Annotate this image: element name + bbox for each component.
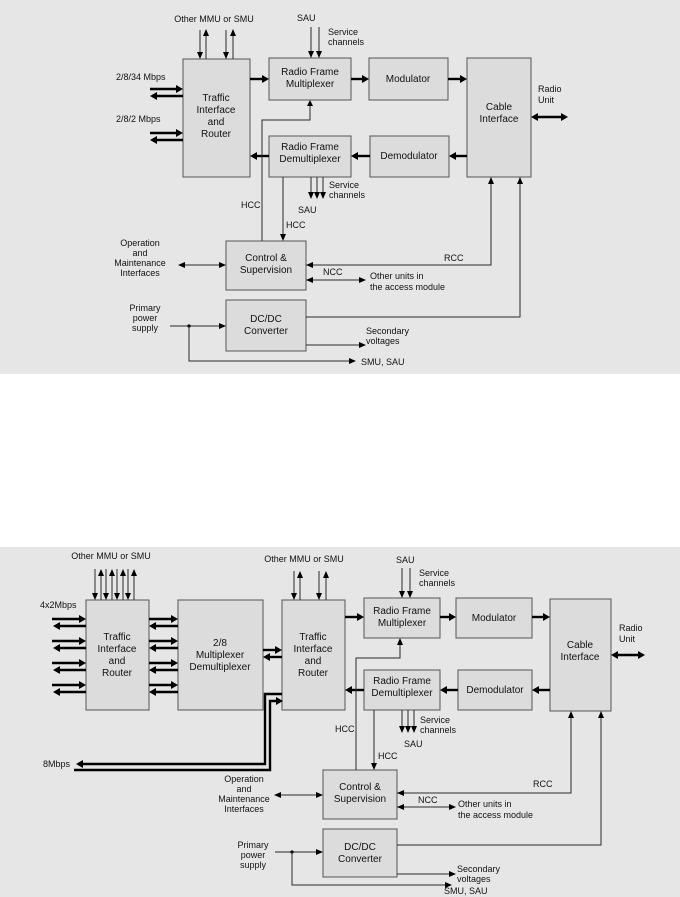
d1-rate-arrows (150, 85, 183, 144)
d1-rcc-label: RCC (444, 253, 464, 263)
d1-rcc-line (306, 177, 494, 268)
d2-other-mmu-left-label: Other MMU or SMU (71, 551, 151, 561)
d1-sau-bottom-label: SAU (298, 205, 317, 215)
d2-rf-demultiplexer-block (363, 669, 441, 711)
d2-hcc-right-label: HCC (378, 751, 398, 761)
d2-rate-arrows (52, 615, 86, 696)
d1-demodulator-block (369, 135, 450, 178)
d2-rate-4x2-label: 4x2Mbps (40, 600, 77, 610)
d1-sau-top-label: SAU (297, 13, 316, 23)
d1-other-mmu-label: Other MMU or SMU (174, 14, 254, 24)
d2-rcc-line (397, 711, 574, 796)
d1-smu-sau-label: SMU, SAU (361, 357, 405, 367)
d2-control-supervision-label: Control &Supervision (334, 782, 386, 805)
d1-rf-multiplexer-block (268, 57, 352, 101)
d2-control-supervision-block (322, 769, 398, 820)
d2-operation-arrow (274, 792, 323, 798)
d1-service-arrows-bottom (308, 177, 326, 199)
d2-mmu-arrows-left (92, 569, 137, 600)
d2-mux-link-arrows (149, 615, 178, 696)
d2-dcdc-converter-block (322, 828, 398, 878)
d1-traffic-interface-block (182, 58, 251, 178)
d2-sau-bottom-label: SAU (404, 739, 423, 749)
d2-sau-top-label: SAU (396, 555, 415, 565)
d2-ncc-arrow (397, 804, 456, 810)
d2-rate-8-label: 8Mbps (43, 759, 71, 769)
d2-modulator-label: Modulator (472, 613, 517, 624)
d2-demodulator-label: Demodulator (466, 685, 524, 696)
d1-mmu-arrows (197, 29, 236, 59)
d1-hcc-lines (261, 100, 313, 241)
d1-power-lines (170, 177, 523, 364)
d1-hcc-left-label: HCC (241, 200, 261, 210)
d2-power-lines (275, 711, 604, 888)
d2-rf-multiplexer-block (363, 597, 441, 639)
d1-rate-2-label: 2/8/2 Mbps (116, 114, 161, 124)
d1-ncc-label: NCC (323, 267, 343, 277)
d1-control-supervision-label: Control &Supervision (240, 253, 292, 276)
d2-signal-arrows (345, 613, 645, 694)
d2-service-arrows-bottom (399, 710, 417, 733)
d2-rcc-label: RCC (533, 779, 553, 789)
d1-demodulator-label: Demodulator (380, 151, 438, 162)
d2-traffic-left-block (85, 599, 150, 711)
d1-control-supervision-block (225, 240, 307, 291)
d2-mux28-block (177, 599, 264, 711)
d2-ncc-label: NCC (418, 795, 438, 805)
d1-rate-34-label: 2/8/34 Mbps (116, 72, 166, 82)
d2-smu-sau-label: SMU, SAU (444, 886, 488, 896)
d2-traffic-right-block (281, 599, 346, 711)
d2-mmu-arrows-right (291, 571, 329, 600)
d2-hcc-lines (355, 638, 403, 770)
d2-mux-right-arrows (263, 646, 282, 661)
d2-modulator-block (455, 597, 533, 639)
d2-service-arrows-top (399, 568, 413, 598)
d1-operation-arrow (178, 262, 226, 268)
d1-modulator-label: Modulator (386, 74, 431, 85)
d1-hcc-right-label: HCC (286, 220, 306, 230)
d2-other-mmu-right-label: Other MMU or SMU (264, 554, 344, 564)
d1-rf-demultiplexer-block (268, 135, 352, 178)
d1-dcdc-converter-block (225, 299, 307, 352)
d2-rate-8-arrows (74, 692, 283, 772)
d2-hcc-left-label: HCC (335, 724, 355, 734)
d1-signal-arrows (250, 75, 568, 160)
d1-ncc-arrow (306, 277, 366, 283)
d2-demodulator-block (457, 669, 533, 711)
d1-service-arrows-top (308, 27, 322, 58)
d2-cable-interface-block (549, 598, 612, 712)
d1-cable-interface-block (466, 57, 532, 178)
